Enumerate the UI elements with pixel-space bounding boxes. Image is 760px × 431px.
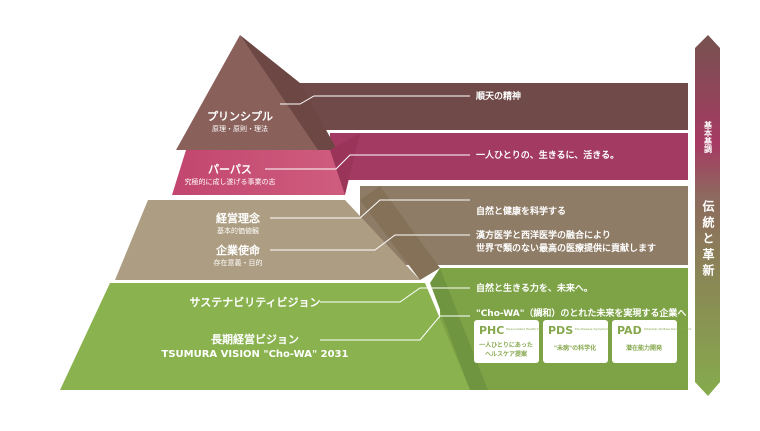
layer-philosophy [115,200,420,280]
card-text: 一人ひとりにあった [479,341,533,349]
longterm-sub: TSUMURA VISION "Cho-WA" 2031 [162,349,349,360]
purpose-sub: 究極的に成し遂げる事業の志 [185,177,276,186]
card-small: Personalized Health Care [506,327,544,331]
double-arrow [695,35,720,396]
band-purpose [330,133,688,180]
purpose-text: 一人ひとりの、生きるに、活きる。 [476,149,619,161]
longterm-title: 長期経営ビジョン [211,332,299,346]
sustainability-title: サステナビリティビジョン [189,295,320,309]
mission-text-1: 漢方医学と西洋医学の融合により [476,229,611,241]
layer-principle [176,35,318,150]
principle-text: 順天の精神 [475,90,521,102]
arrow-label-main: 伝統と革新 [701,199,715,280]
card-small: Potential Abilities Development [644,327,692,331]
card-code: PAD [617,324,642,337]
card-phc: PHC Personalized Health Care 一人ひとりにあった ヘ… [474,320,544,363]
card-pad: PAD Potential Abilities Development 潜在能力… [612,320,692,363]
mission-title: 企業使命 [215,243,261,257]
band-principle [290,83,688,130]
purpose-title: パーパス [208,163,252,176]
longterm-text: "Cho-WA"（調和）のとれた未来を実現する企業へ [476,307,686,319]
philosophy-sub: 基本的価値観 [217,226,259,235]
card-code: PDS [548,324,573,337]
layer-vision [60,283,470,390]
mission-sub: 存在意義・目的 [214,258,263,267]
layer-purpose [172,150,345,195]
leader-lines [265,95,470,341]
arrow-label-small: 基本基調 [703,120,713,154]
card-text: ヘルスケア提案 [485,350,528,358]
principle-title: プリンシプル [207,109,273,123]
card-text: "未病"の科学化 [554,344,596,352]
sustainability-text: 自然と生きる力を、未来へ。 [476,282,593,294]
card-code: PHC [479,324,504,337]
card-small: Pre-Disease Symptomatic Solution [575,327,627,331]
card-text: 潜在能力開発 [626,344,663,352]
mission-text-2: 世界で類のない最高の医療提供に貢献します [476,242,656,254]
philosophy-title: 経営理念 [216,211,261,225]
philosophy-text: 自然と健康を科学する [476,205,566,217]
card-pds: PDS Pre-Disease Symptomatic Solution "未病… [543,320,627,363]
principle-sub: 原理・原則・理法 [212,124,268,133]
